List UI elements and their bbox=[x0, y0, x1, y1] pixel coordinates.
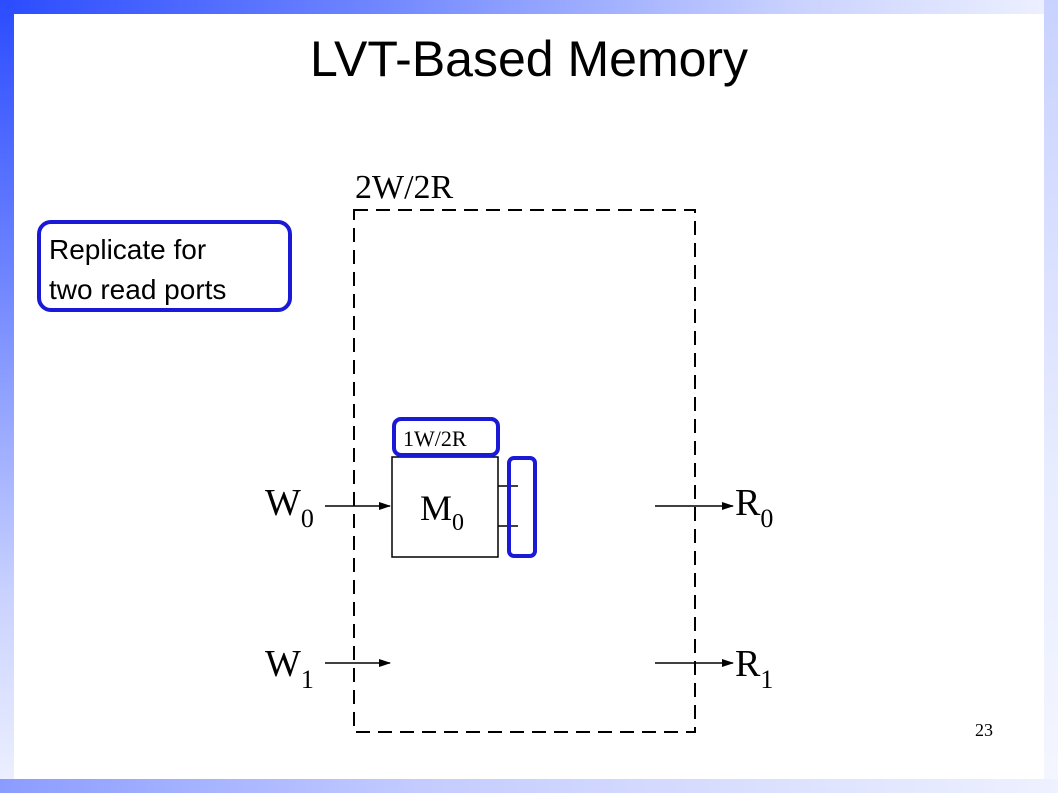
memory-block bbox=[391, 456, 499, 558]
bank-label: 1W/2R bbox=[403, 426, 467, 451]
input-w1-label: W1 bbox=[265, 643, 314, 694]
slide-frame-bottom bbox=[0, 779, 1058, 793]
slide-frame-right bbox=[1044, 0, 1058, 793]
output-r0-label: R0 bbox=[735, 482, 773, 533]
callout-line-2: two read ports bbox=[49, 274, 227, 305]
slide-frame-top bbox=[0, 0, 1058, 14]
slide-frame-left bbox=[0, 0, 14, 793]
read-ports-highlight bbox=[507, 456, 537, 558]
input-w0-label: W0 bbox=[265, 482, 314, 533]
outer-label: 2W/2R bbox=[355, 169, 454, 206]
callout-line-1: Replicate for bbox=[49, 234, 207, 265]
page-number: 23 bbox=[975, 720, 993, 740]
callout-box: Replicate for two read ports bbox=[37, 220, 292, 312]
outer-dashed-boundary bbox=[353, 209, 696, 733]
diagram-background bbox=[261, 162, 787, 738]
bank-label-highlight bbox=[392, 417, 500, 457]
slide-title: LVT-Based Memory bbox=[309, 31, 749, 87]
memory-label: M0 bbox=[420, 488, 464, 536]
output-r1-label: R1 bbox=[735, 643, 773, 694]
